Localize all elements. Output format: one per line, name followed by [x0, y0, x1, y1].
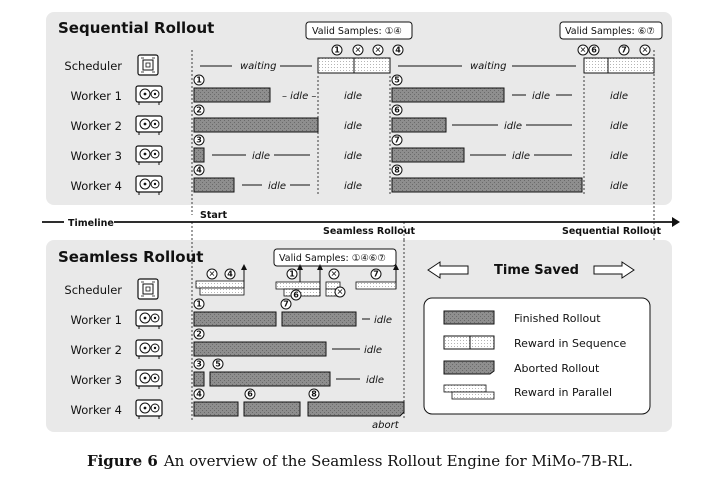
abort-label: abort: [372, 420, 400, 431]
gpu-icon: [135, 145, 163, 166]
figure-caption: Figure 6 An overview of the Seamless Roll…: [0, 452, 720, 470]
sequential-title: Sequential Rollout: [58, 19, 214, 37]
svg-text:1: 1: [334, 46, 340, 55]
svg-text:3: 3: [196, 360, 202, 369]
caption-text: An overview of the Seamless Rollout Engi…: [163, 452, 634, 470]
time-saved-indicator: [427, 261, 635, 279]
svg-text:7: 7: [394, 136, 400, 145]
legend-aborted: Aborted Rollout: [514, 362, 600, 375]
seq-idle: idle: [344, 151, 362, 162]
svg-text:8: 8: [311, 390, 317, 399]
svg-text:7: 7: [283, 300, 289, 309]
caption-label: Figure 6: [86, 452, 158, 470]
gpu-icon: [135, 339, 163, 360]
seq-waiting-2: waiting: [470, 61, 506, 72]
svg-text:6: 6: [591, 46, 597, 55]
svg-text:✕: ✕: [331, 270, 338, 279]
seq-label-worker4: Worker 4: [71, 179, 123, 193]
seq-idle: idle: [344, 91, 362, 102]
gpu-icon: [135, 309, 163, 330]
seq-label-scheduler: Scheduler: [64, 59, 122, 73]
seq-label-worker3: Worker 3: [71, 149, 123, 163]
seq-idle: idle: [252, 151, 270, 162]
valid-samples-text-2: Valid Samples: ⑥⑦: [565, 26, 655, 37]
svg-text:✕: ✕: [337, 288, 344, 297]
sl-worker-bars: 1 7 2 3 5 4 6 8: [193, 298, 405, 417]
seq-idle: idle: [512, 151, 530, 162]
valid-samples-text-1: Valid Samples: ①④: [312, 26, 402, 37]
svg-text:6: 6: [394, 106, 400, 115]
seq-label-worker2: Worker 2: [71, 119, 123, 133]
gpu-icon: [135, 85, 163, 106]
svg-text:2: 2: [196, 106, 202, 115]
sl-label-worker1: Worker 1: [71, 313, 123, 327]
svg-text:✕: ✕: [642, 46, 649, 55]
seq-idle: idle: [610, 121, 628, 132]
sequential-marker-label: Sequential Rollout: [562, 226, 661, 237]
time-saved-label: Time Saved: [494, 263, 579, 278]
svg-text:7: 7: [621, 46, 627, 55]
seq-worker-bars: 1 2 3 4 5 6 7 8: [193, 74, 583, 193]
timeline-label: Timeline: [68, 218, 114, 229]
svg-text:1: 1: [289, 270, 295, 279]
valid-samples-box-1: [305, 21, 413, 40]
seamless-rollout-diagram: Sequential Rollout Scheduler Worker 1 Wo…: [42, 12, 680, 432]
seamless-title: Seamless Rollout: [58, 248, 203, 266]
svg-text:3: 3: [196, 136, 202, 145]
gpu-icon: [135, 115, 163, 136]
valid-samples-box-2: [559, 21, 663, 40]
svg-text:7: 7: [373, 270, 379, 279]
svg-text:6: 6: [247, 390, 253, 399]
seq-idle: idle: [610, 181, 628, 192]
seq-idle: idle: [610, 151, 628, 162]
sl-label-scheduler: Scheduler: [64, 283, 122, 297]
valid-samples-box-3: [273, 248, 397, 267]
sl-idle: idle: [374, 315, 392, 326]
svg-text:✕: ✕: [209, 270, 216, 279]
seq-idle: idle: [268, 181, 286, 192]
svg-text:4: 4: [196, 166, 202, 175]
gpu-icon: [135, 399, 163, 420]
seq-reward-block-2: [583, 57, 655, 74]
sl-idle: idle: [366, 375, 384, 386]
sl-label-worker3: Worker 3: [71, 373, 123, 387]
scheduler-chip-icon: [137, 278, 159, 300]
start-label: Start: [200, 210, 227, 221]
sl-label-worker4: Worker 4: [71, 403, 123, 417]
scheduler-chip-icon: [137, 54, 159, 76]
legend-reward-par: Reward in Parallel: [514, 386, 612, 399]
sl-idle: idle: [364, 345, 382, 356]
svg-text:4: 4: [196, 390, 202, 399]
seq-label-worker1: Worker 1: [71, 89, 123, 103]
sl-scheduler-blocks: ✕ 4 1 6 ✕ ✕ 7: [195, 264, 399, 301]
svg-text:5: 5: [215, 360, 221, 369]
svg-text:✕: ✕: [355, 46, 362, 55]
seq-scheduler-markers: 1 ✕ ✕ 4 ✕ 6 7 ✕: [331, 44, 651, 56]
valid-samples-text-3: Valid Samples: ①④⑥⑦: [279, 253, 386, 264]
legend-finished: Finished Rollout: [514, 312, 601, 325]
svg-text:4: 4: [227, 270, 233, 279]
sl-label-worker2: Worker 2: [71, 343, 123, 357]
seq-idle: idle: [610, 91, 628, 102]
seq-idle: idle: [344, 181, 362, 192]
svg-text:1: 1: [196, 76, 202, 85]
seq-waiting-1: waiting: [240, 61, 276, 72]
seq-idle: idle: [344, 121, 362, 132]
gpu-icon: [135, 175, 163, 196]
svg-text:✕: ✕: [375, 46, 382, 55]
seq-idle: idle: [504, 121, 522, 132]
legend-reward-seq: Reward in Sequence: [514, 337, 626, 350]
svg-text:6: 6: [293, 291, 299, 300]
svg-text:8: 8: [394, 166, 400, 175]
seq-idle: idle: [532, 91, 550, 102]
svg-text:2: 2: [196, 330, 202, 339]
svg-text:✕: ✕: [580, 46, 587, 55]
svg-text:4: 4: [395, 46, 401, 55]
seq-idle: – idle –: [282, 91, 316, 102]
svg-text:1: 1: [196, 300, 202, 309]
seamless-marker-label: Seamless Rollout: [323, 226, 416, 237]
gpu-icon: [135, 369, 163, 390]
svg-text:5: 5: [394, 76, 400, 85]
